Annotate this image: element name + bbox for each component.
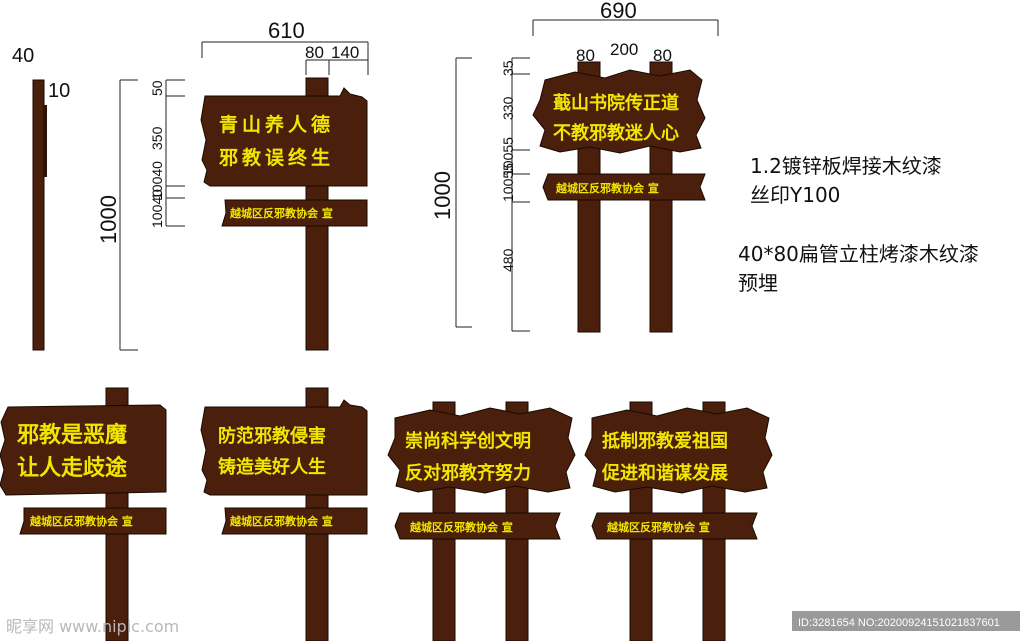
sign1-dim-10040a: 10040 bbox=[149, 161, 165, 200]
sign2-subboard bbox=[542, 173, 706, 201]
side-width-label: 40 bbox=[12, 45, 34, 67]
note-line1: 1.2镀锌板焊接木纹漆 bbox=[750, 154, 942, 178]
sign1-height-label: 1000 bbox=[96, 195, 121, 244]
sign1-side-dim-lines bbox=[119, 79, 185, 351]
sign1-width-label: 610 bbox=[268, 18, 305, 43]
sign1-dim-350: 350 bbox=[149, 126, 165, 150]
bottom-sign-4-sub: 越城区反邪教协会 宣 bbox=[606, 520, 710, 534]
side-offset-label: 10 bbox=[48, 80, 70, 102]
sign1-post-label: 80 bbox=[305, 43, 324, 62]
side-plate bbox=[44, 105, 47, 177]
watermark-left: 昵享网 www.nipic.com bbox=[6, 617, 179, 636]
bottom-sign-2-sub: 越城区反邪教协会 宣 bbox=[229, 514, 333, 528]
sign2-dim-10055a: 10055 bbox=[500, 137, 516, 176]
sign1-sub: 越城区反邪教协会 宣 bbox=[229, 206, 333, 220]
bottom-sign-1: 邪教是恶魔 让人走歧途 越城区反邪教协会 宣 bbox=[0, 387, 167, 641]
sign2-width-label: 690 bbox=[600, 0, 637, 23]
bottom-sign-3-board bbox=[387, 407, 576, 494]
bottom-sign-2: 防范邪教侵害 铸造美好人生 越城区反邪教协会 宣 bbox=[200, 387, 368, 641]
bottom-sign-4-line1: 抵制邪教爱祖国 bbox=[602, 430, 728, 452]
sign2-line1: 蕺山书院传正道 bbox=[553, 92, 679, 114]
side-post bbox=[32, 79, 45, 351]
sign1-dim-10040b: 10040 bbox=[149, 189, 165, 228]
sign2-dim-480: 480 bbox=[500, 248, 516, 272]
sign1-dim-50: 50 bbox=[149, 80, 165, 96]
sign1-line2: 邪教误终生 bbox=[218, 146, 334, 169]
sign-1: 610 80 140 50 350 10040 10040 1000 青山养人德… bbox=[96, 18, 369, 351]
sign2-gap-label: 200 bbox=[610, 40, 638, 59]
note-line2: 丝印Y100 bbox=[750, 183, 840, 207]
sign2-height-label: 1000 bbox=[430, 171, 455, 220]
sign-2: 690 80 200 80 35 330 10055 10055 480 100… bbox=[430, 0, 719, 333]
sign2-post1-label: 80 bbox=[576, 46, 595, 65]
note-line3: 40*80扁管立柱烤漆木纹漆 bbox=[738, 242, 979, 266]
bottom-sign-1-sub: 越城区反邪教协会 宣 bbox=[29, 514, 133, 528]
sign1-subboard bbox=[221, 199, 368, 227]
bottom-sign-2-subboard bbox=[221, 507, 368, 535]
bottom-sign-1-board bbox=[0, 404, 167, 496]
sign2-side-dim-lines bbox=[455, 57, 530, 332]
sign1-right-label: 140 bbox=[331, 43, 359, 62]
watermark-right: ID:3281654 NO:20200924151021837601 bbox=[798, 617, 1000, 629]
bottom-sign-4-line2: 促进和谐谋发展 bbox=[601, 462, 729, 484]
sign2-line2: 不教邪教迷人心 bbox=[553, 122, 679, 144]
bottom-sign-1-line2: 让人走歧途 bbox=[17, 455, 128, 481]
sign2-post2-label: 80 bbox=[653, 46, 672, 65]
bottom-sign-4: 抵制邪教爱祖国 促进和谐谋发展 越城区反邪教协会 宣 bbox=[584, 401, 773, 641]
sign2-dim-35: 35 bbox=[500, 60, 516, 76]
note-line4: 预埋 bbox=[738, 271, 778, 295]
watermark-id-bar bbox=[792, 611, 1020, 631]
sign2-dim-10055b: 10055 bbox=[500, 163, 516, 202]
sign2-dim-330: 330 bbox=[500, 96, 516, 120]
bottom-sign-3-sub: 越城区反邪教协会 宣 bbox=[409, 520, 513, 534]
sign1-board bbox=[200, 87, 368, 187]
sign1-top-dim-lines bbox=[201, 41, 369, 75]
bottom-sign-2-line1: 防范邪教侵害 bbox=[218, 425, 326, 447]
bottom-sign-4-subboard bbox=[591, 512, 758, 540]
sign2-sub: 越城区反邪教协会 宣 bbox=[555, 181, 659, 195]
bottom-sign-2-line2: 铸造美好人生 bbox=[218, 456, 326, 478]
sign2-board bbox=[532, 69, 706, 154]
sign1-line1: 青山养人德 bbox=[219, 113, 334, 136]
bottom-sign-3-line2: 反对邪教齐努力 bbox=[405, 462, 531, 484]
bottom-sign-4-board bbox=[584, 407, 773, 494]
bottom-sign-3-line1: 崇尚科学创文明 bbox=[405, 430, 531, 452]
spec-notes: 1.2镀锌板焊接木纹漆 丝印Y100 40*80扁管立柱烤漆木纹漆 预埋 bbox=[738, 154, 979, 295]
bottom-sign-1-subboard bbox=[19, 507, 167, 535]
side-view: 40 10 bbox=[12, 45, 70, 351]
bottom-sign-2-board bbox=[200, 399, 368, 496]
bottom-sign-1-line1: 邪教是恶魔 bbox=[16, 422, 127, 448]
bottom-sign-3-subboard bbox=[394, 512, 561, 540]
bottom-sign-3: 崇尚科学创文明 反对邪教齐努力 越城区反邪教协会 宣 bbox=[387, 401, 576, 641]
